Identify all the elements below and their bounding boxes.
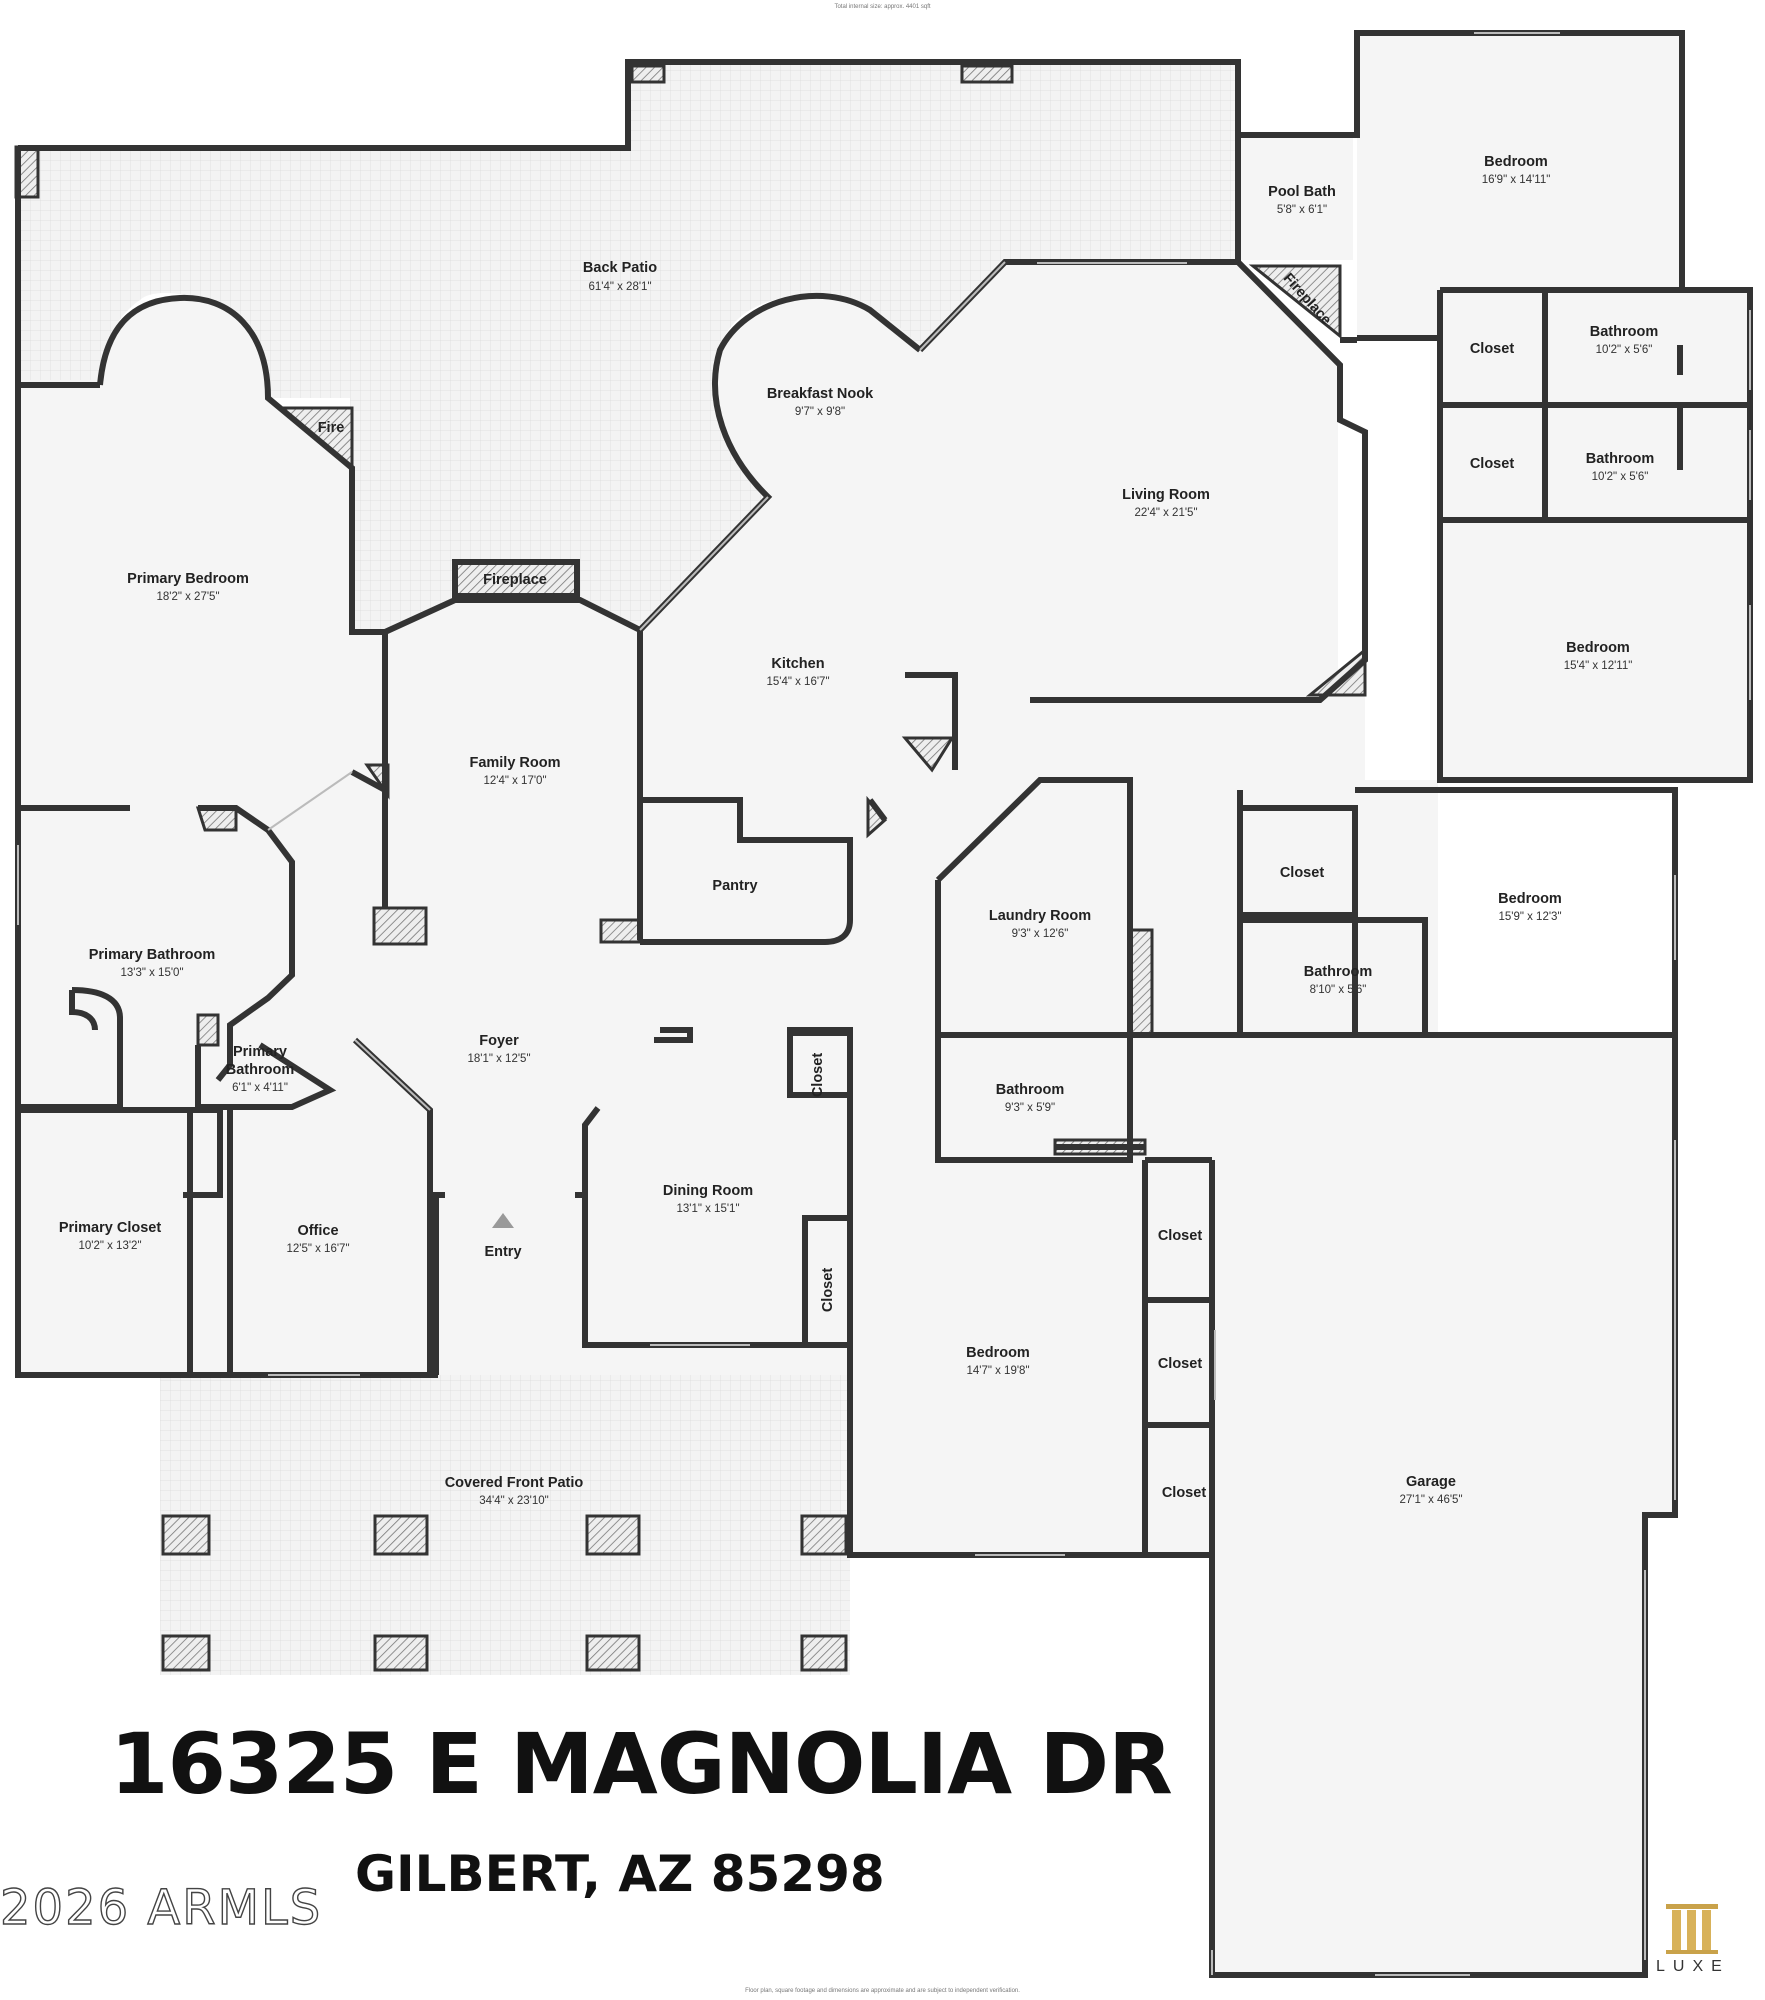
dim-family-room: 12'4" x 17'0": [483, 775, 546, 787]
dim-bedroom-e: 15'4" x 12'11": [1564, 660, 1633, 672]
dim-breakfast-nook: 9'7" x 9'8": [795, 406, 845, 418]
dim-garage: 27'1" x 46'5": [1399, 1494, 1462, 1506]
dim-pool-bath: 5'8" x 6'1": [1277, 204, 1327, 216]
copyright-text: 2026 ARMLS: [0, 1879, 323, 1936]
label-entry: Entry: [484, 1244, 521, 1260]
label-bathroom-e1: Bathroom: [1590, 324, 1658, 340]
label-closet-foyer: Closet: [810, 1053, 826, 1097]
label-fire: Fire: [318, 420, 345, 436]
dim-kitchen: 15'4" x 16'7": [766, 676, 829, 688]
label-kitchen: Kitchen: [771, 656, 824, 672]
label-office: Office: [297, 1223, 338, 1239]
dim-primary-bedroom: 18'2" x 27'5": [156, 591, 219, 603]
label-primary-bath-small-1: Primary: [233, 1044, 287, 1060]
label-primary-closet: Primary Closet: [59, 1220, 162, 1236]
dim-bathroom-e1: 10'2" x 5'6": [1596, 344, 1653, 356]
label-family-room: Family Room: [469, 755, 560, 771]
dim-laundry-room: 9'3" x 12'6": [1012, 928, 1069, 940]
dim-office: 12'5" x 16'7": [286, 1243, 349, 1255]
windows: [17, 32, 1751, 1976]
dim-bedroom-s: 14'7" x 19'8": [966, 1365, 1029, 1377]
label-back-patio: Back Patio: [583, 260, 657, 276]
dim-dining-room: 13'1" x 15'1": [676, 1203, 739, 1215]
label-fireplace-family: Fireplace: [483, 572, 547, 588]
walls: [15, 30, 1753, 1978]
label-primary-bath-small-2: Bathroom: [226, 1062, 294, 1078]
label-bathroom-e2: Bathroom: [1586, 451, 1654, 467]
dim-bathroom-hall: 9'3" x 5'9": [1005, 1102, 1055, 1114]
label-bathroom-hall: Bathroom: [996, 1082, 1064, 1098]
label-bedroom-se: Bedroom: [1498, 891, 1562, 907]
label-living-room: Living Room: [1122, 487, 1210, 503]
label-dining-room: Dining Room: [663, 1183, 753, 1199]
dim-foyer: 18'1" x 12'5": [467, 1053, 530, 1065]
label-bedroom-e: Bedroom: [1566, 640, 1630, 656]
dim-primary-bathroom: 13'3" x 15'0": [120, 967, 183, 979]
label-bathroom-se: Bathroom: [1304, 964, 1372, 980]
label-closet-e2: Closet: [1470, 456, 1514, 472]
label-closet-dining: Closet: [820, 1268, 836, 1312]
label-covered-front-patio: Covered Front Patio: [445, 1475, 584, 1491]
street-address: 16325 E MAGNOLIA DR: [110, 1715, 1173, 1813]
dim-bedroom-ne: 16'9" x 14'11": [1482, 174, 1551, 186]
label-closet-g3: Closet: [1162, 1485, 1206, 1501]
label-bedroom-s: Bedroom: [966, 1345, 1030, 1361]
back-patio-floor: [18, 62, 1238, 630]
disclaimer-note: Floor plan, square footage and dimension…: [745, 1988, 1020, 1994]
brand-text: LUXE: [1656, 1958, 1730, 1975]
luxe-logo-icon: [1666, 1904, 1718, 1954]
label-closet-g1: Closet: [1158, 1228, 1202, 1244]
label-primary-bathroom: Primary Bathroom: [89, 947, 216, 963]
label-pool-bath: Pool Bath: [1268, 184, 1336, 200]
dim-bathroom-se: 8'10" x 5'6": [1310, 984, 1367, 996]
label-bedroom-ne: Bedroom: [1484, 154, 1548, 170]
dim-bedroom-se: 15'9" x 12'3": [1498, 911, 1561, 923]
label-laundry-room: Laundry Room: [989, 908, 1091, 924]
label-closet-g2: Closet: [1158, 1356, 1202, 1372]
label-pantry: Pantry: [712, 878, 757, 894]
dim-back-patio: 61'4" x 28'1": [588, 281, 651, 293]
dim-primary-closet: 10'2" x 13'2": [78, 1240, 141, 1252]
dim-living-room: 22'4" x 21'5": [1134, 507, 1197, 519]
size-note: Total internal size: approx. 4401 sqft: [834, 4, 931, 10]
city-line: GILBERT, AZ 85298: [355, 1845, 885, 1903]
label-closet-e1: Closet: [1470, 341, 1514, 357]
label-breakfast-nook: Breakfast Nook: [767, 386, 874, 402]
label-garage: Garage: [1406, 1474, 1456, 1490]
entry-arrow-icon: [492, 1213, 514, 1228]
label-closet-mid: Closet: [1280, 865, 1324, 881]
label-foyer: Foyer: [479, 1033, 519, 1049]
dim-bathroom-e2: 10'2" x 5'6": [1592, 471, 1649, 483]
label-primary-bedroom: Primary Bedroom: [127, 571, 249, 587]
dim-primary-bath-small: 6'1" x 4'11": [232, 1082, 288, 1094]
dim-covered-front-patio: 34'4" x 23'10": [479, 1495, 548, 1507]
